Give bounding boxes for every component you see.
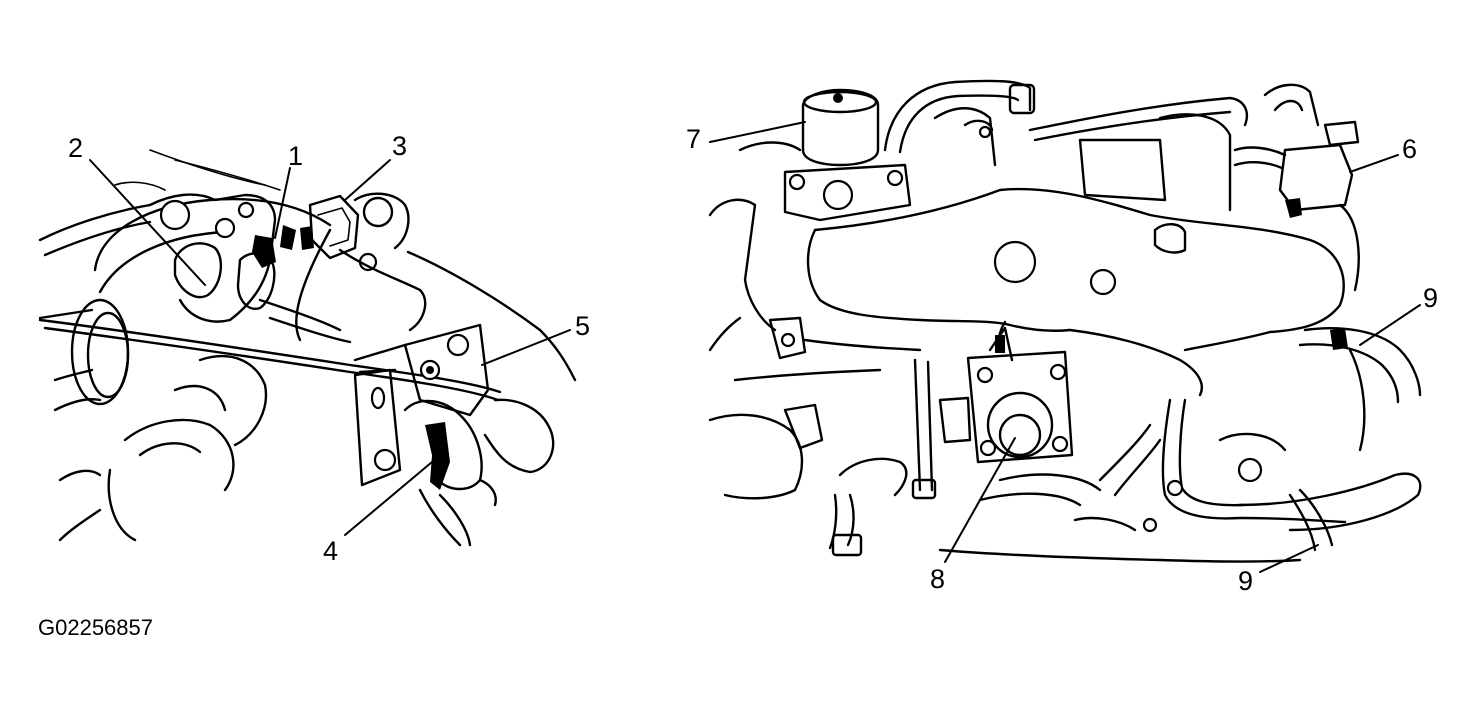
callout-1: 1 (288, 141, 303, 171)
right-intake-plenum-view (708, 79, 1422, 563)
callout-labels: 1 2 3 4 5 6 7 8 9 9 (68, 124, 1438, 596)
leader-lines (89, 121, 1421, 573)
callout-7: 7 (686, 124, 701, 154)
callout-4: 4 (323, 536, 338, 566)
callout-9-lower: 9 (1238, 566, 1253, 596)
callout-2: 2 (68, 133, 83, 163)
callout-5: 5 (575, 311, 590, 341)
callout-6: 6 (1402, 134, 1417, 164)
callout-3: 3 (392, 131, 407, 161)
callout-8: 8 (930, 564, 945, 594)
figure-id: G02256857 (38, 615, 153, 640)
left-throttle-body-view (38, 149, 577, 547)
callout-9-upper: 9 (1423, 283, 1438, 313)
